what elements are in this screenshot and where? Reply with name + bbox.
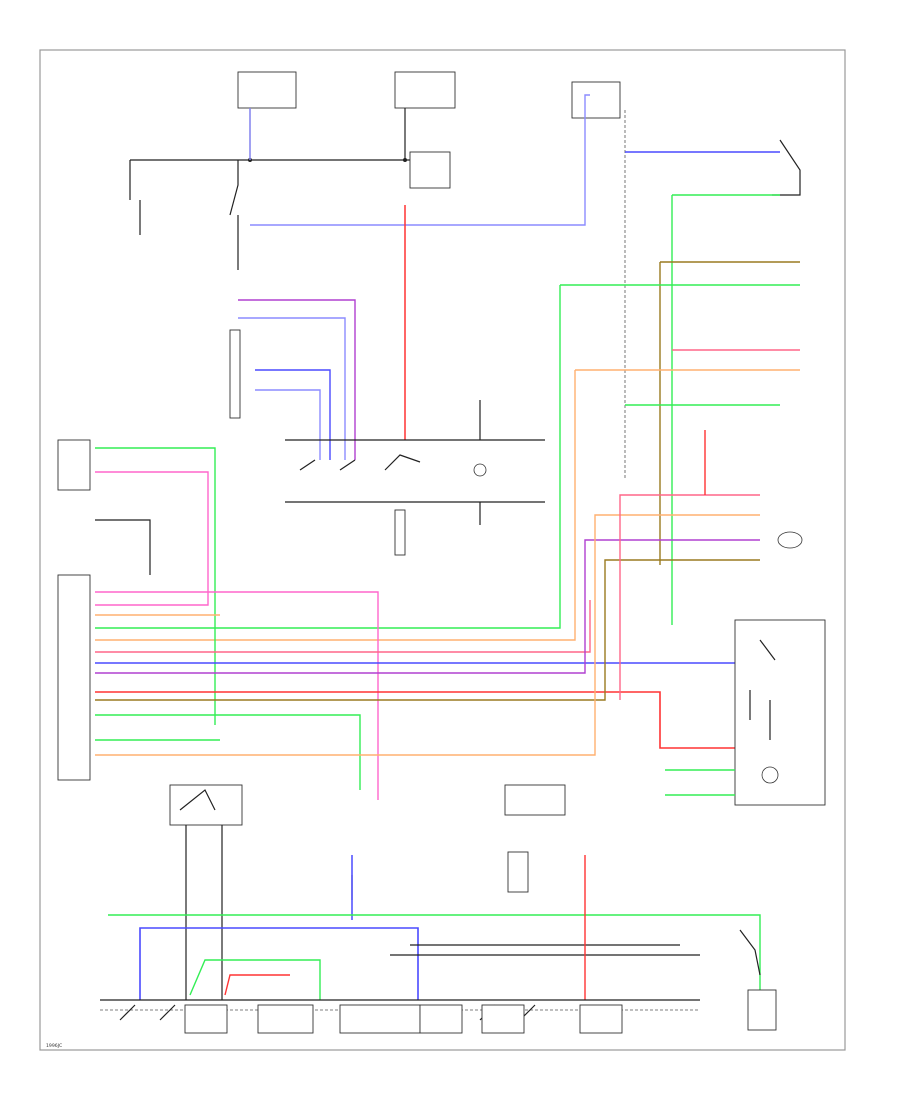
top-left-fuse-block [237,71,297,109]
violet-wire [238,299,356,460]
top-right-component [571,81,621,119]
right-control-module [734,619,826,806]
green-wire-long [95,285,561,629]
left-upper-module [57,439,91,491]
green-wire-bottom [108,914,761,1000]
red-wire-main [95,691,735,749]
blue-wire-bottom [139,927,419,1000]
diagram-code: 1996JC [46,1043,62,1049]
pink-wire-left [95,591,379,800]
orange-wire-long [95,370,576,641]
top-center-fuse-block [394,71,456,109]
green-wire-left [95,447,216,725]
blue-wire-top [250,94,590,226]
left-control-module [57,574,91,781]
diagram-frame [39,49,846,1051]
